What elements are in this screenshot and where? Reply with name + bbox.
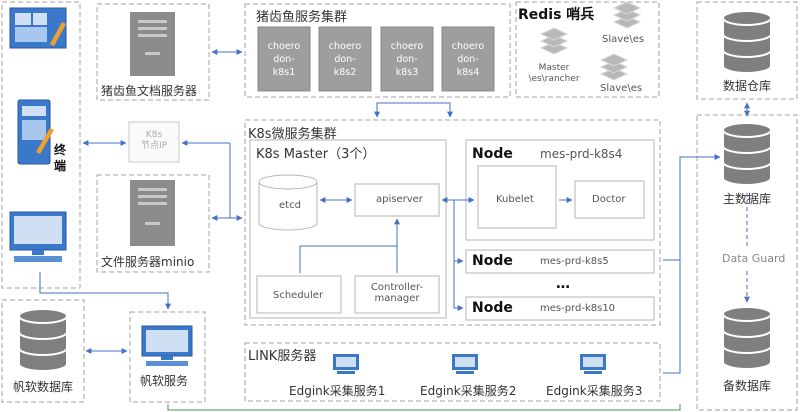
doc-server-frame [96, 3, 210, 101]
redis-slave-label: Slave\es [600, 83, 643, 94]
apiserver-box [354, 183, 440, 217]
node-k8s5-frame [465, 249, 655, 274]
dashboard-screen-icon [9, 7, 67, 49]
pod-box [441, 26, 495, 92]
arrow [299, 218, 400, 273]
backup-db-icon [722, 306, 772, 370]
fanruan-db-frame [1, 299, 85, 403]
fanruan-service-frame [129, 311, 206, 403]
pod-box [318, 26, 372, 92]
node-k8s4-frame [465, 139, 655, 241]
node-name: mes-prd-k8s4 [540, 147, 623, 161]
fanruan-db-label: 帆软数据库 [13, 380, 74, 394]
terminal-label: 终端 [54, 143, 67, 173]
redis-master-icon [539, 27, 569, 55]
ellipsis: … [556, 276, 570, 292]
edgink-service-label: Edgink采集服务3 [546, 384, 643, 398]
pod-box [257, 26, 311, 92]
arrow [663, 154, 721, 261]
arrow [453, 261, 464, 311]
arrow [229, 143, 243, 221]
scheduler-label: Scheduler [273, 290, 324, 301]
fanruan-service-label: 帆软服务 [140, 374, 189, 388]
redis-slave-icon [599, 53, 629, 81]
k8s-master-frame [249, 139, 447, 319]
redis-master-label: Master\es\rancher [528, 63, 580, 84]
k8s-node-ip-box [128, 121, 180, 163]
edgink-service-label: Edgink采集服务1 [289, 384, 386, 398]
redis-slave-icon [612, 1, 642, 29]
doctor-label: Doctor [592, 194, 626, 205]
desktop-computer-icon [9, 211, 67, 262]
link-title: LINK服务器 [248, 349, 317, 364]
apiserver-label: apiserver [376, 194, 423, 205]
edgink-computer-icon [333, 354, 359, 374]
k8s-cluster-frame [244, 119, 661, 326]
bottom-link-line [167, 404, 681, 411]
main-db-label: 主数据库 [723, 192, 772, 206]
k8s-master-title: K8s Master（3个） [256, 147, 376, 162]
k8s-cluster-title: K8s微服务集群 [248, 127, 337, 142]
left-terminals-frame [1, 1, 81, 289]
link-frame [244, 342, 661, 402]
warehouse-label: 数据仓库 [723, 79, 772, 93]
pod-box [380, 26, 434, 92]
node-name: mes-prd-k8s10 [540, 303, 616, 314]
file-server-icon [130, 180, 175, 246]
edgink-computer-icon [580, 354, 606, 374]
etcd-cylinder-icon [258, 174, 318, 231]
redis-slave-label: Slave\es [602, 34, 645, 45]
zcy-cluster-frame [244, 3, 511, 98]
redis-frame [515, 1, 660, 98]
data-guard-label: Data Guard [722, 252, 786, 265]
doc-server-label: 猪齿鱼文档服务器 [101, 84, 198, 98]
arrow [39, 272, 171, 310]
etcd-label: etcd [279, 200, 301, 211]
edgink-service-label: Edgink采集服务2 [420, 384, 517, 398]
node-k8s10-frame [465, 296, 655, 321]
warehouse-frame [696, 1, 798, 100]
kubelet-label: Kubelet [496, 194, 534, 205]
file-server-label: 文件服务器minio [101, 255, 195, 269]
doctor-box [574, 180, 645, 219]
main-db-icon [722, 122, 772, 186]
arrow [663, 260, 681, 374]
redis-title: Redis 哨兵 [518, 7, 595, 23]
node-name: mes-prd-k8s5 [540, 256, 609, 267]
kubelet-box [477, 165, 557, 229]
file-server-frame [96, 174, 210, 273]
backup-db-label: 备数据库 [723, 379, 772, 393]
node-label: Node [472, 146, 513, 162]
arrow [453, 240, 464, 264]
arrow [441, 197, 455, 240]
terminal-device-icon [17, 99, 54, 165]
zcy-cluster-title: 猪齿鱼服务集群 [256, 10, 348, 25]
scheduler-box [256, 275, 342, 314]
fanruan-db-icon [18, 308, 68, 372]
edgink-computer-icon [452, 354, 478, 374]
node-label: Node [472, 253, 513, 269]
arrow [374, 102, 453, 118]
node-label: Node [472, 300, 513, 316]
controller-manager-label: Controller-manager [370, 282, 424, 304]
fanruan-service-computer-icon [141, 325, 193, 366]
doc-server-icon [130, 12, 175, 76]
warehouse-db-icon [722, 10, 772, 74]
controller-manager-box [354, 275, 440, 314]
